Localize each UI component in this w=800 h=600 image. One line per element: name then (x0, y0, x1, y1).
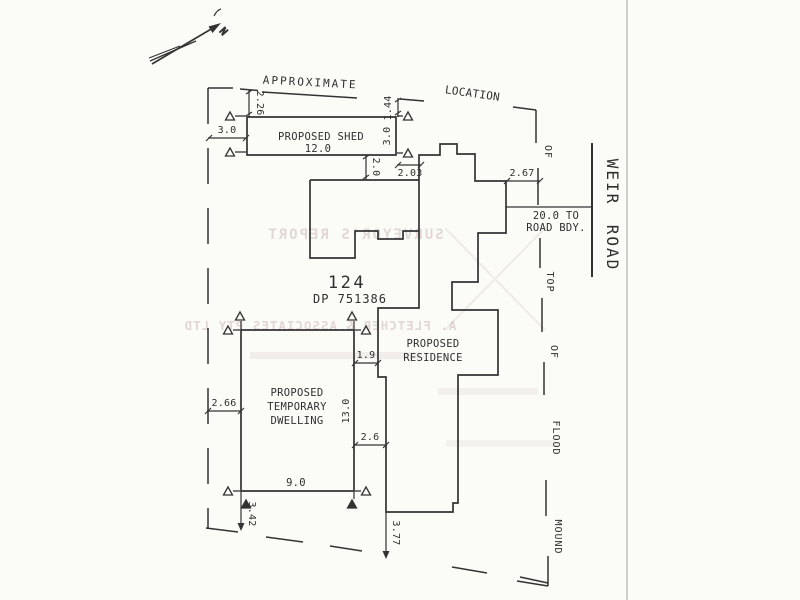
dwelling-gap-south-text: 2.6 (361, 432, 380, 443)
survey-marker-icon (346, 310, 358, 321)
survey-marker-icon (402, 110, 414, 121)
dwelling-south-text: 3.42 (246, 502, 257, 527)
dwelling-gap-north-text: 1.9 (357, 350, 376, 361)
residence-label-2: RESIDENCE (403, 352, 463, 364)
dwelling-gap-south-dimension (351, 441, 390, 449)
survey-markers (222, 110, 414, 509)
shed-gap-south-dimension (362, 154, 370, 180)
shed-top-left-dimension (245, 89, 253, 117)
bleedthrough-smudge (250, 352, 420, 359)
boundary-word-mound: MOUND (552, 519, 563, 554)
left-boundary-line (205, 87, 239, 533)
road-setback-dimension: 20.0 TO ROAD BDY. (506, 206, 592, 234)
lot-number: 124 (328, 273, 366, 293)
survey-marker-icon (222, 485, 234, 496)
survey-marker-icon (224, 146, 236, 157)
boundary-word-flood: FLOOD (550, 420, 561, 455)
survey-marker-icon (360, 324, 372, 335)
flood-mound-boundary-line (239, 88, 549, 587)
boundary-word-approximate: APPROXIMATE (262, 74, 357, 92)
bleedthrough-smudge (446, 440, 556, 447)
shed-offset-left-dimension (205, 134, 250, 142)
shed-offset-left-text: 3.0 (218, 125, 237, 136)
dwelling-depth-text: 13.0 (341, 399, 352, 424)
residence-to-mound-dimension (503, 177, 544, 185)
bleedthrough-smudge (438, 388, 538, 395)
survey-marker-icon (360, 485, 372, 496)
garage-outline (309, 180, 419, 259)
boundary-word-of: OF (542, 145, 553, 159)
shed-top-left-text: 2.26 (254, 91, 265, 116)
residence-to-mound-text: 2.67 (510, 168, 535, 179)
residence-label-1: PROPOSED (407, 338, 460, 350)
road-setback-text1: 20.0 TO (533, 210, 579, 222)
dwelling-corner-stubs (240, 321, 355, 499)
road-setback-text2: ROAD BDY. (526, 222, 586, 234)
dwelling-label-2: TEMPORARY (267, 401, 327, 413)
survey-marker-icon (224, 110, 236, 121)
shed-depth-text: 3.0 (382, 127, 393, 146)
dwelling-label-1: PROPOSED (271, 387, 324, 399)
survey-marker-icon (346, 498, 358, 509)
dwelling-south-dimension (237, 491, 245, 531)
boundary-word-top: TOP (544, 271, 555, 292)
shed-gap-south-text: 2.0 (370, 158, 381, 177)
bleedthrough-watermark: SURVEYOR'S REPORT A. FLETCHER & ASSOCIAT… (184, 227, 556, 447)
survey-marker-icon (222, 324, 234, 335)
shed-outline (246, 116, 397, 156)
residence-south-dimension (382, 512, 390, 559)
road-name-road: ROAD (603, 225, 622, 272)
north-label: N (217, 26, 229, 38)
shed-top-right-text: 1.44 (383, 96, 394, 121)
dwelling-offset-left-dimension (204, 407, 245, 415)
dwelling-offset-left-text: 2.66 (212, 398, 237, 409)
shed-width-dim: 12.0 (305, 143, 332, 155)
survey-marker-icon (234, 310, 246, 321)
bleedthrough-mark (444, 227, 546, 331)
boundary-word-location: LOCATION (444, 83, 501, 104)
north-arrow-icon: N (148, 8, 229, 65)
shed-gap-east-text: 2.03 (398, 168, 423, 179)
lot-plan: DP 751386 (313, 292, 387, 306)
survey-marker-icon (402, 147, 414, 158)
shed-top-right-dimension (394, 97, 402, 117)
residence-south-text: 3.77 (390, 521, 401, 546)
dwelling-width-text: 9.0 (286, 477, 306, 489)
dwelling-gap-north-dimension (351, 359, 382, 367)
road-name-weir: WEIR (603, 159, 622, 206)
bottom-boundary-line (265, 536, 549, 584)
shed-label: PROPOSED SHED (278, 131, 364, 143)
dwelling-label-3: DWELLING (271, 415, 324, 427)
boundary-word-of2: OF (548, 345, 559, 359)
survey-marker-icon (240, 498, 252, 509)
